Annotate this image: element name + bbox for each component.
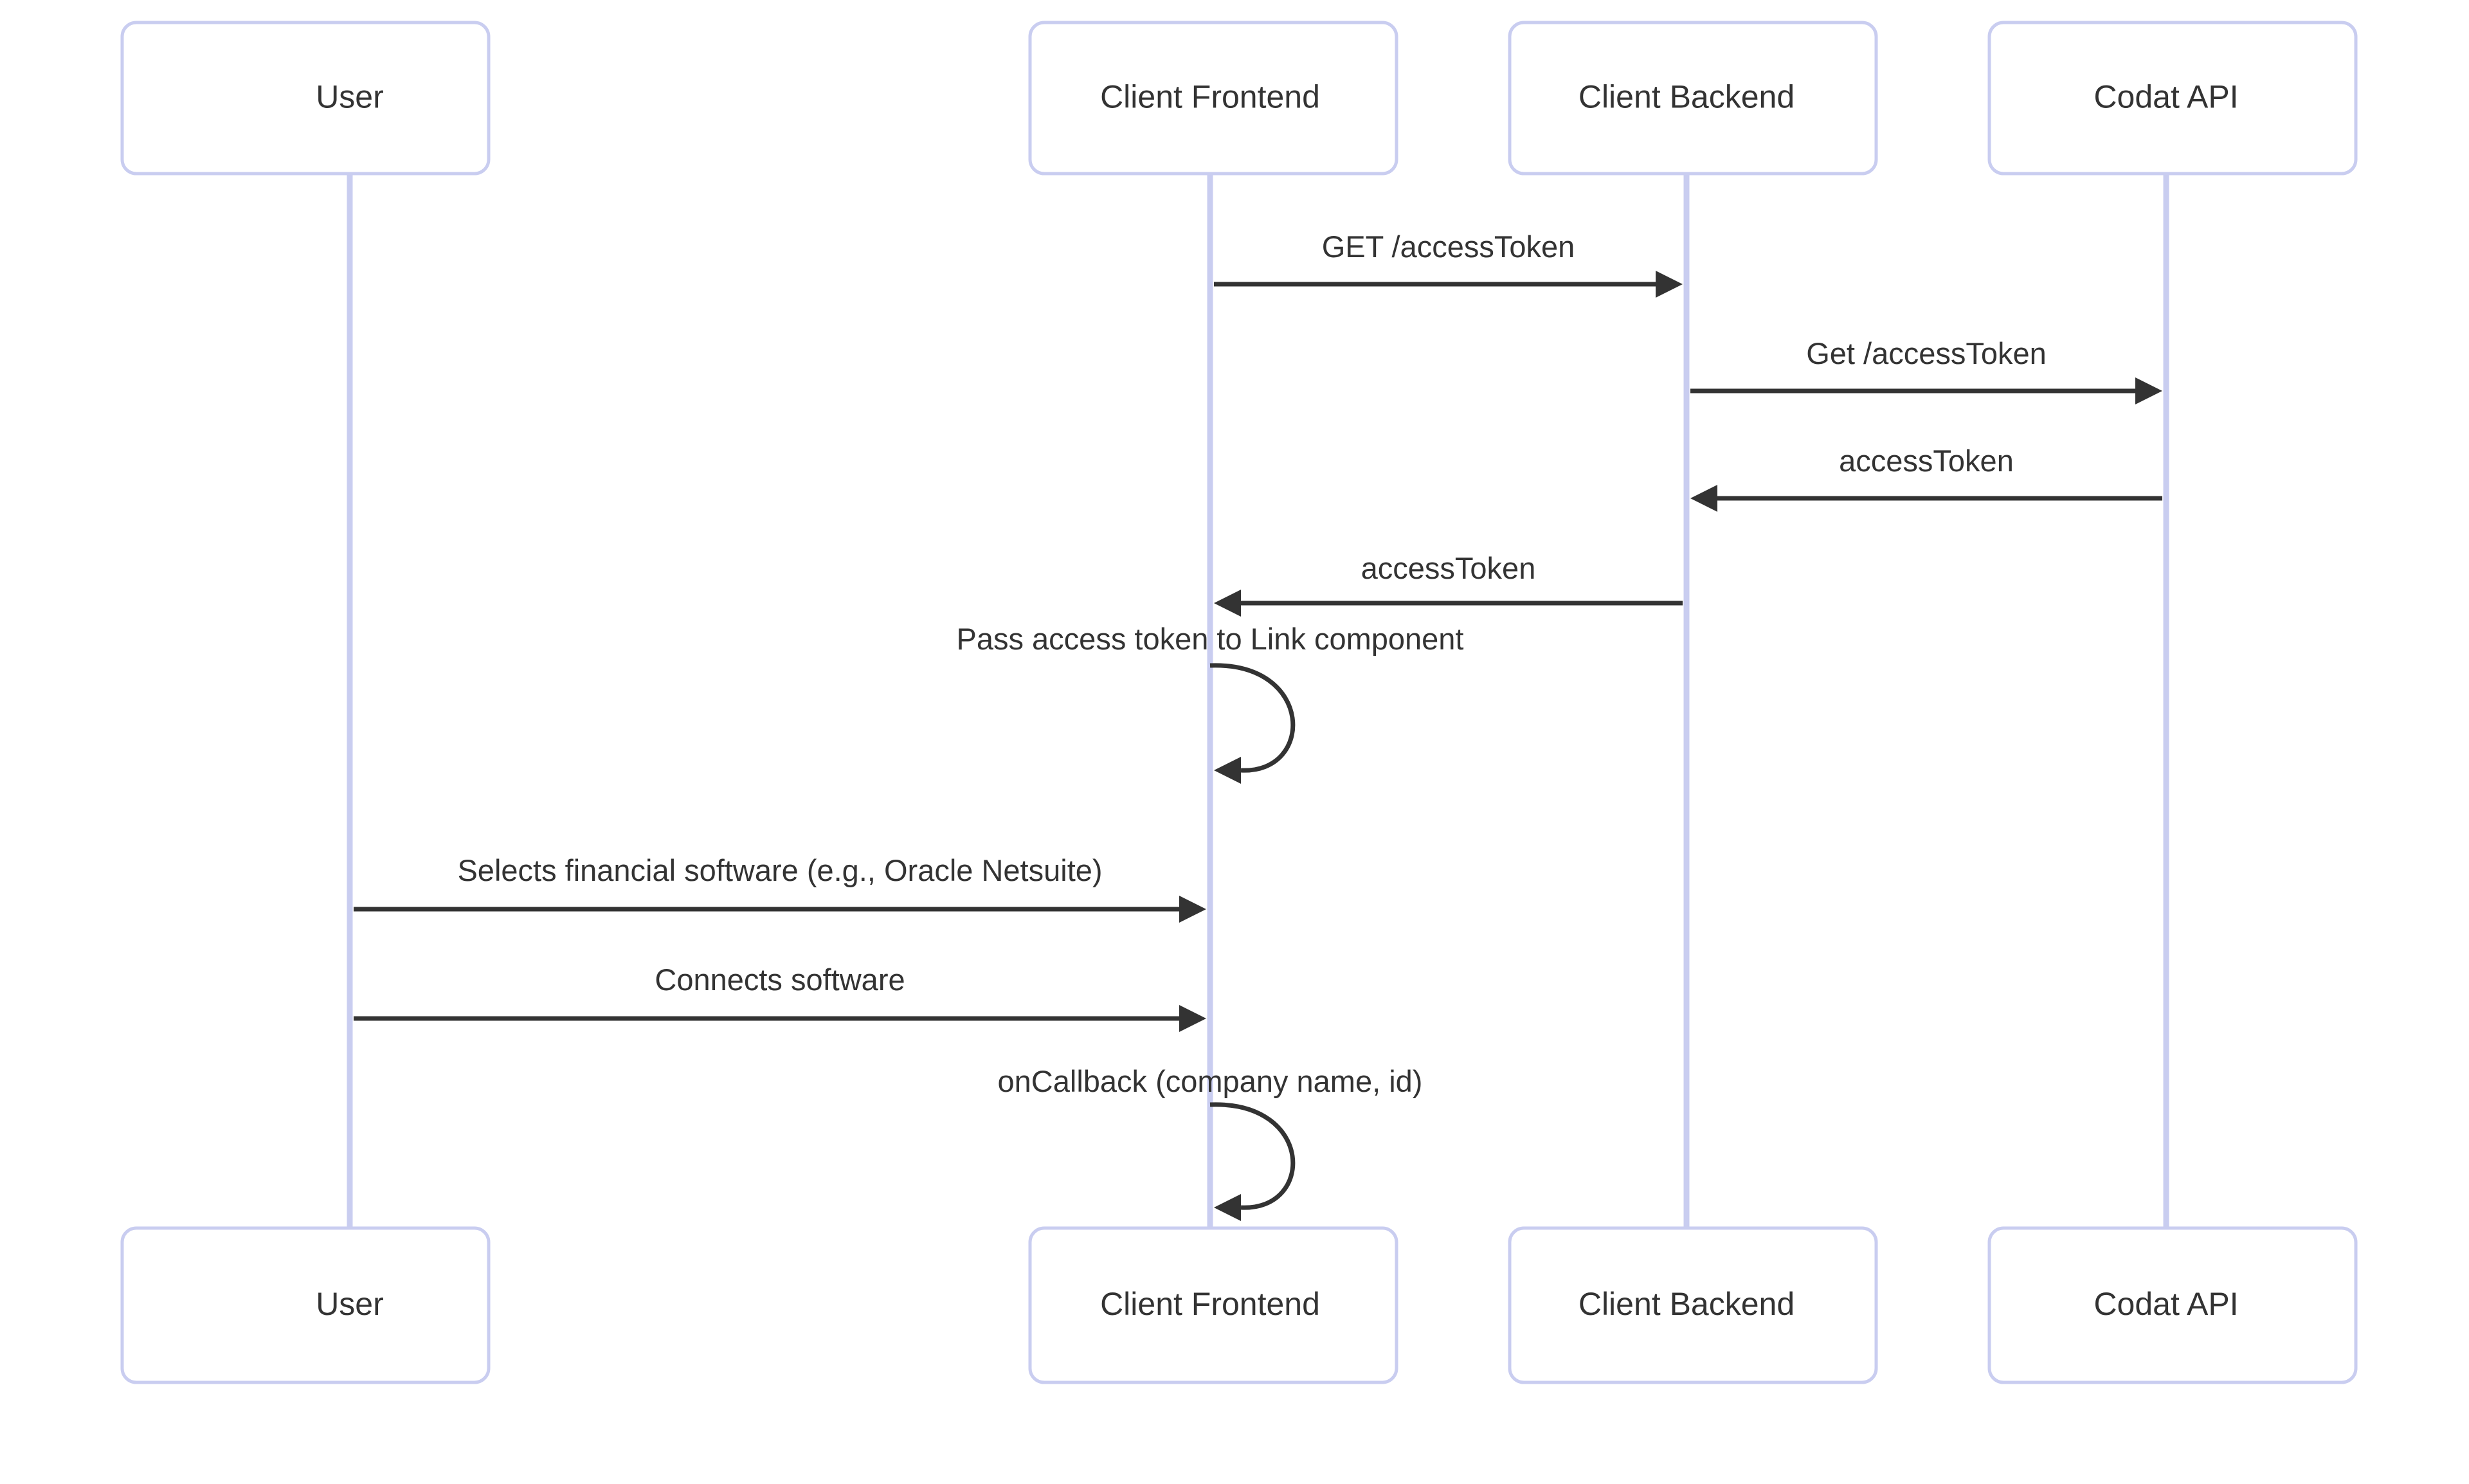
actor-box-rect bbox=[1987, 1226, 2358, 1384]
actor-box-user-bottom[interactable]: User bbox=[120, 1226, 491, 1384]
message-arrowhead bbox=[1656, 271, 1683, 298]
message-arrowhead bbox=[1214, 757, 1241, 784]
message-self-loop-path bbox=[1209, 663, 1296, 773]
actor-label-client-frontend: Client Frontend bbox=[1100, 79, 1320, 115]
message-8: onCallback (company name, id) bbox=[998, 1064, 1423, 1221]
message-label: Connects software bbox=[655, 963, 905, 997]
actor-box-rect bbox=[1028, 21, 1398, 176]
actor-box-codat-api-bottom[interactable]: Codat API bbox=[1987, 1226, 2358, 1384]
actor-box-rect bbox=[1987, 21, 2358, 176]
actor-box-client-backend-bottom[interactable]: Client Backend bbox=[1508, 1226, 1878, 1384]
message-label: accessToken bbox=[1361, 551, 1536, 585]
message-7: Connects software bbox=[354, 963, 1206, 1032]
actor-box-rect bbox=[120, 21, 491, 176]
actor-box-user-top[interactable]: User bbox=[120, 21, 491, 176]
message-arrowhead bbox=[1214, 1194, 1241, 1221]
top-actor-boxes: User Client Frontend Client Backend Coda… bbox=[120, 21, 2358, 176]
message-4: accessToken bbox=[1214, 551, 1683, 617]
actor-label-client-backend: Client Backend bbox=[1578, 79, 1795, 115]
message-label: Pass access token to Link component bbox=[957, 622, 1464, 656]
message-arrowhead bbox=[1179, 1005, 1206, 1032]
actor-label-codat-api: Codat API bbox=[2094, 1286, 2238, 1322]
message-1: GET /accessToken bbox=[1214, 230, 1683, 298]
actor-box-codat-api-top[interactable]: Codat API bbox=[1987, 21, 2358, 176]
message-label: Selects financial software (e.g., Oracle… bbox=[457, 853, 1102, 887]
message-3: accessToken bbox=[1690, 444, 2162, 512]
message-label: GET /accessToken bbox=[1322, 230, 1575, 264]
actor-label-user: User bbox=[316, 1286, 384, 1322]
message-arrowhead bbox=[1690, 485, 1717, 512]
message-5: Pass access token to Link component bbox=[957, 622, 1464, 784]
message-arrowhead bbox=[1179, 896, 1206, 923]
actor-box-rect bbox=[120, 1226, 491, 1384]
actor-box-rect bbox=[1508, 1226, 1878, 1384]
message-6: Selects financial software (e.g., Oracle… bbox=[354, 853, 1206, 923]
actor-box-client-frontend-top[interactable]: Client Frontend bbox=[1028, 21, 1398, 176]
message-arrowhead bbox=[2135, 377, 2162, 404]
lifelines-group bbox=[347, 174, 2169, 1228]
actor-box-client-frontend-bottom[interactable]: Client Frontend bbox=[1028, 1226, 1398, 1384]
actor-label-user: User bbox=[316, 79, 384, 115]
message-label: onCallback (company name, id) bbox=[998, 1064, 1423, 1098]
message-label: accessToken bbox=[1839, 444, 2014, 478]
message-label: Get /accessToken bbox=[1806, 336, 2047, 370]
actor-label-codat-api: Codat API bbox=[2094, 79, 2238, 115]
bottom-actor-boxes: User Client Frontend Client Backend Coda… bbox=[120, 1226, 2358, 1384]
actor-box-client-backend-top[interactable]: Client Backend bbox=[1508, 21, 1878, 176]
actor-box-rect bbox=[1508, 21, 1878, 176]
message-arrowhead bbox=[1214, 590, 1241, 617]
actor-label-client-frontend: Client Frontend bbox=[1100, 1286, 1320, 1322]
actor-box-rect bbox=[1028, 1226, 1398, 1384]
message-self-loop-path bbox=[1209, 1102, 1296, 1210]
message-2: Get /accessToken bbox=[1690, 336, 2162, 404]
actor-label-client-backend: Client Backend bbox=[1578, 1286, 1795, 1322]
